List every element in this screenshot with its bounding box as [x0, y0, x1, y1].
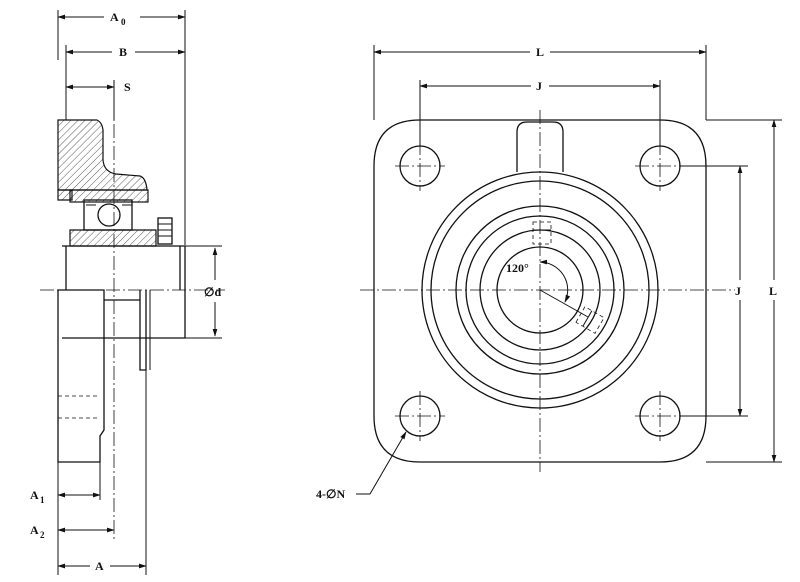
label-d: ∅d	[204, 285, 221, 299]
square-flange	[373, 119, 707, 463]
label-a1-sub: 1	[40, 495, 45, 505]
front-set-screw-angled	[575, 306, 605, 334]
label-l-right: L	[769, 284, 777, 298]
outer-ring	[69, 189, 149, 203]
label-s: S	[124, 80, 131, 94]
holes-leader	[356, 431, 407, 495]
front-view: L J J L 120° 4-∅N	[316, 45, 782, 501]
shaft	[62, 245, 186, 339]
label-l-top: L	[536, 45, 544, 59]
label-angle: 120°	[506, 261, 529, 275]
flange-section	[57, 119, 148, 191]
label-a2: A	[30, 523, 39, 537]
bearing-ball	[97, 203, 121, 227]
front-set-screw-top	[532, 221, 552, 245]
label-a1: A	[30, 488, 39, 502]
set-screw	[157, 217, 173, 245]
label-j-top: J	[536, 79, 542, 93]
angle-arc	[539, 259, 571, 303]
label-a2-sub: 2	[40, 530, 45, 540]
label-a: A	[95, 559, 104, 573]
label-a0: A	[110, 10, 119, 24]
label-b: B	[119, 45, 127, 59]
label-j-right: J	[735, 284, 741, 298]
label-a0-sub: 0	[121, 17, 126, 27]
lower-flange	[57, 289, 105, 463]
side-view: A 0 B S ∅d A 1 A 2 A	[30, 10, 225, 575]
label-holes: 4-∅N	[316, 487, 345, 501]
